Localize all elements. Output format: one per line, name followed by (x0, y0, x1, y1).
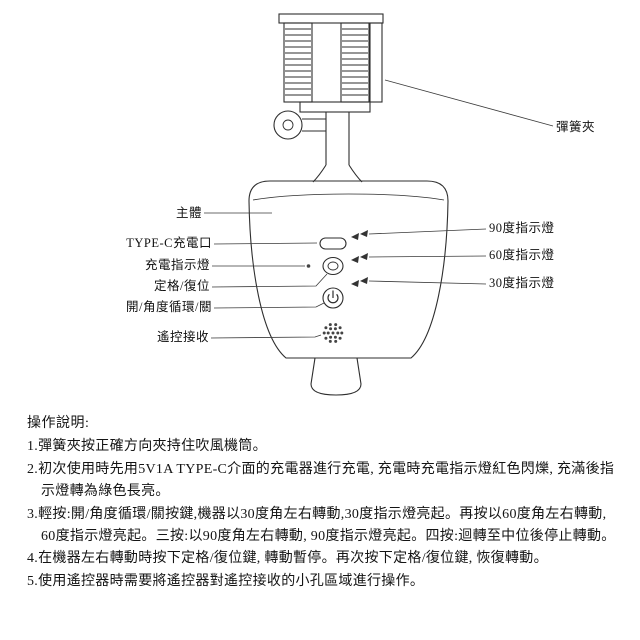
main-body-drawing (248, 180, 449, 396)
led-60-icon (351, 253, 368, 263)
instruction-item: 5.使用遙控器時需要將遙控器對遙控接收的小孔區域進行操作。 (27, 573, 425, 589)
leader-lines (204, 79, 554, 339)
instruction-item: 3.輕按:開/角度循環/關按鍵,機器以30度角左右轉動,30度指示燈亮起。再按以… (27, 506, 616, 545)
label-led-90: 90度指示燈 (489, 221, 555, 235)
support-post-drawing (273, 110, 363, 183)
label-led-60: 60度指示燈 (489, 248, 555, 262)
instruction-item: 4.在機器左右轉動時按下定格/復位鍵, 轉動暫停。再次按下定格/復位鍵, 恢復轉… (27, 551, 548, 567)
label-main-body: 主體 (175, 206, 202, 220)
remote-receiver-drawing (322, 323, 344, 343)
angle-led-icons (351, 230, 368, 287)
led-90-icon (351, 230, 368, 240)
typec-port-drawing (319, 237, 347, 250)
label-charge-indicator: 充電指示燈 (144, 258, 210, 272)
instruction-item: 1.彈簧夾按正確方向夾持住吹風機筒。 (27, 439, 267, 455)
spring-coil-right (342, 28, 368, 96)
led-30-icon (351, 277, 368, 287)
device-diagram-illustration (204, 13, 554, 396)
label-fix-reset: 定格/復位 (154, 279, 210, 293)
label-power-angle-cycle: 開/角度循環/關 (126, 300, 212, 314)
adjust-knob-drawing (273, 110, 303, 140)
spring-clamp-drawing (278, 13, 384, 113)
label-remote-receiver: 遙控接收 (156, 330, 209, 344)
operation-instructions: 操作說明: 1.彈簧夾按正確方向夾持住吹風機筒。 2.初次使用時先用5V1A T… (27, 413, 623, 593)
spring-coil-left (285, 28, 311, 96)
label-typec-port: TYPE-C充電口 (126, 236, 212, 250)
power-button-drawing (322, 287, 344, 309)
base-foot-drawing (310, 357, 362, 396)
label-spring-clamp: 彈簧夾 (556, 120, 596, 134)
instruction-item: 2.初次使用時先用5V1A TYPE-C介面的充電器進行充電, 充電時充電指示燈… (27, 461, 615, 500)
power-icon (327, 290, 339, 304)
instructions-title: 操作說明: (27, 416, 90, 431)
label-led-30: 30度指示燈 (489, 276, 555, 290)
charge-indicator-dot (306, 264, 311, 268)
fix-reset-button-drawing (322, 256, 344, 276)
